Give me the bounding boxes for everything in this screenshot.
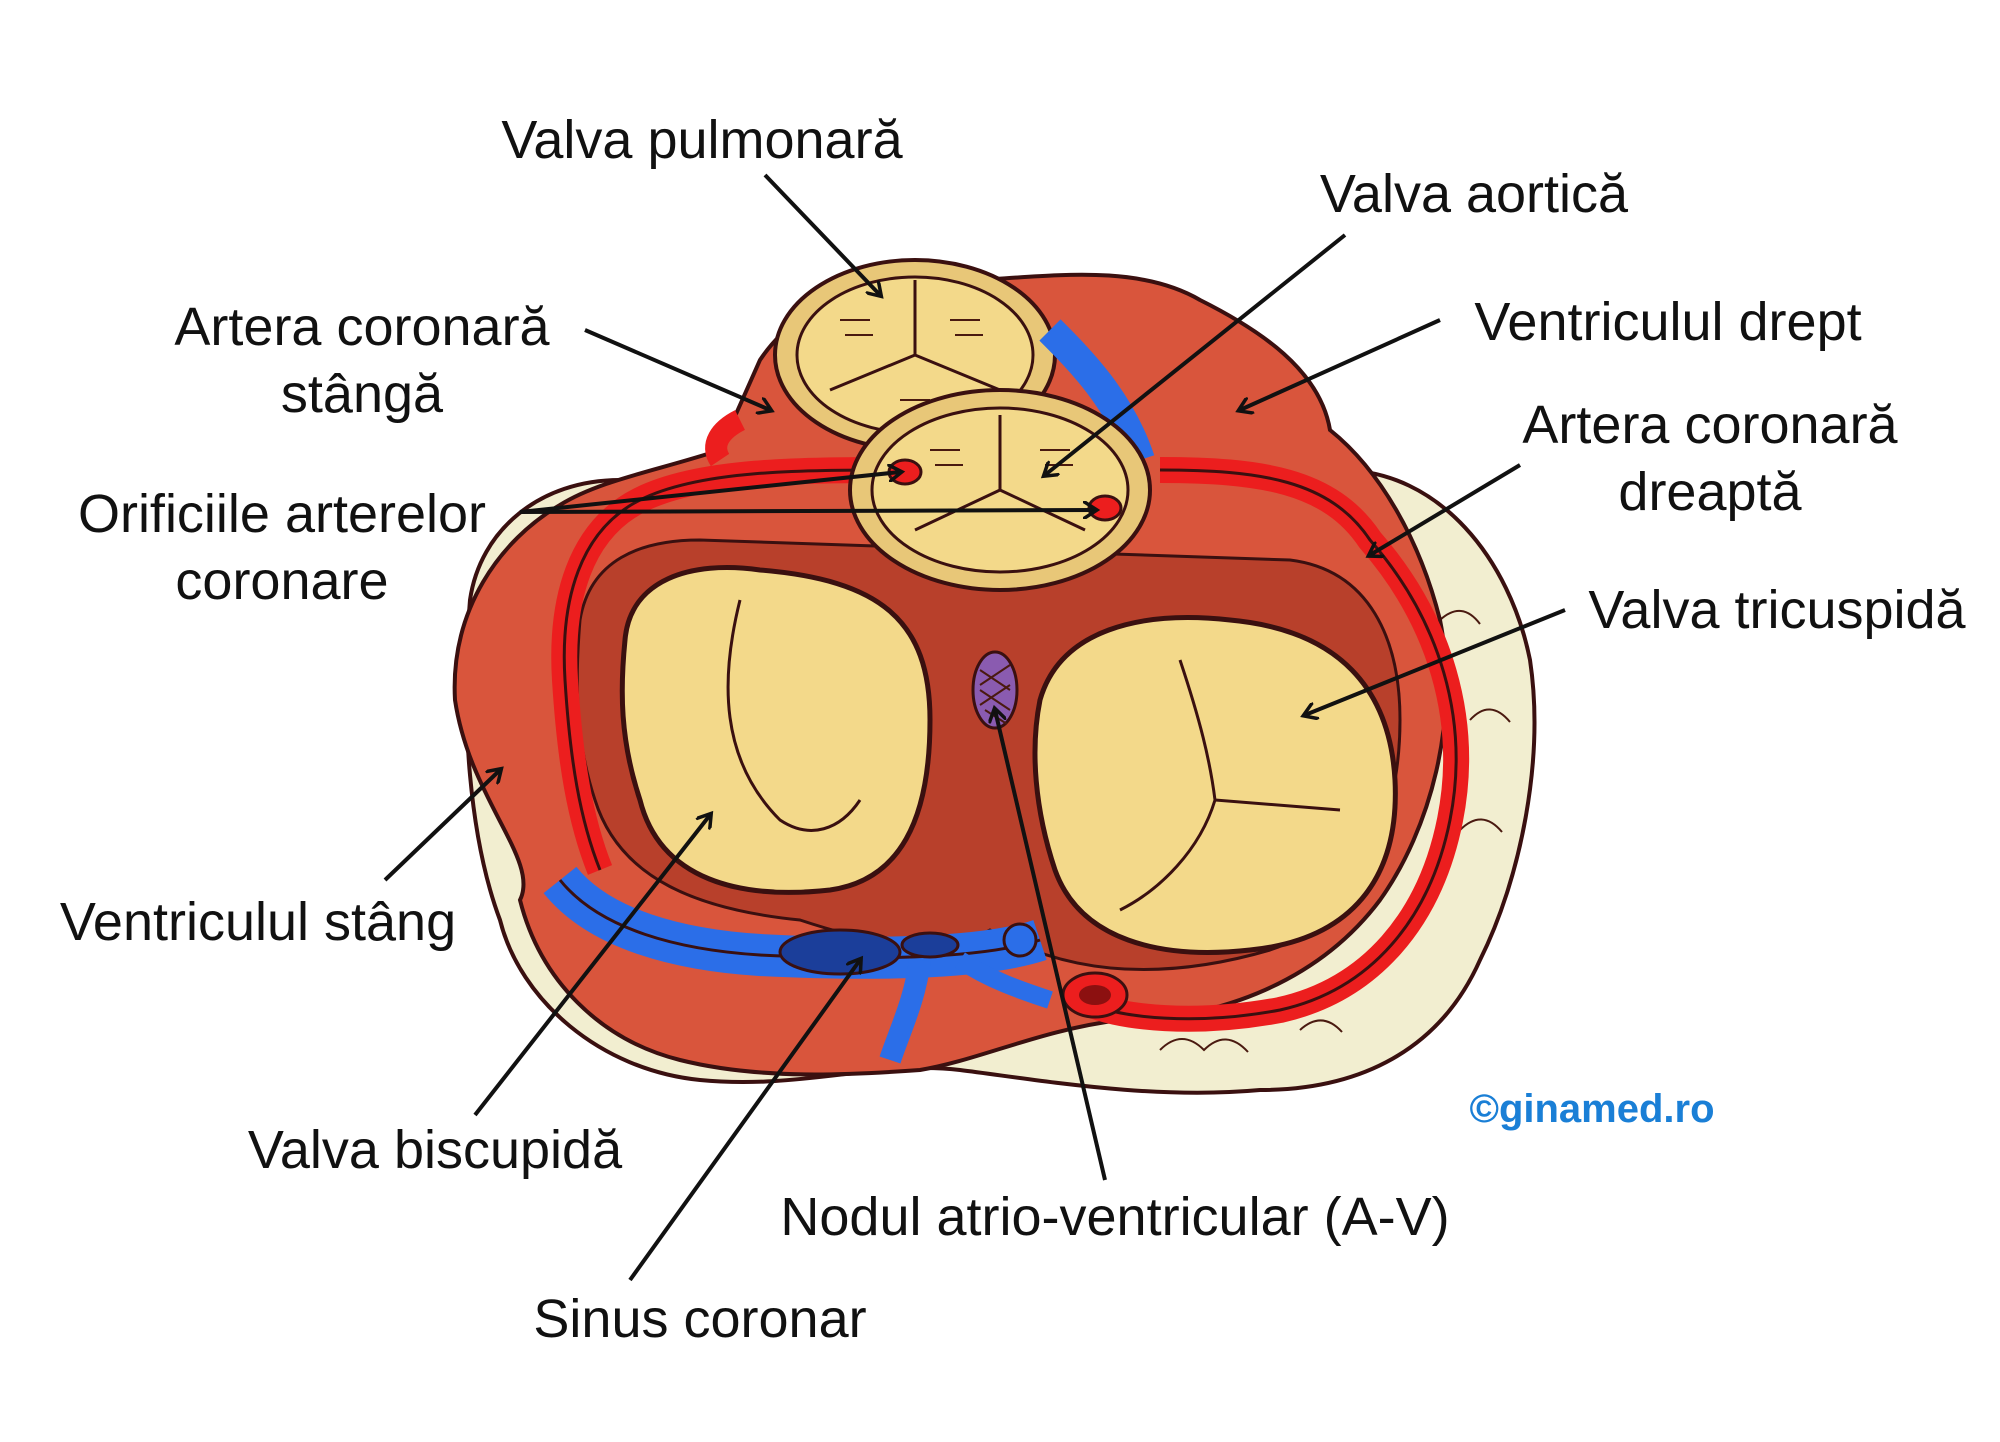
arrow-artera-stanga: [584, 328, 770, 410]
bicuspid-valve-shape: [619, 565, 933, 895]
label-artera-stanga-2: stângă: [281, 364, 444, 424]
label-orificii-2: coronare: [175, 551, 388, 611]
label-orificii-1: Orificiile arterelor: [78, 484, 486, 544]
label-ventriculul-stang: Ventriculul stâng: [60, 892, 456, 952]
label-artera-stanga-1: Artera coronară: [174, 297, 550, 357]
arrow-artera-dreapta: [1370, 463, 1522, 555]
right-coronary-orifice: [1087, 494, 1123, 522]
tricuspid-valve-shape: [1032, 615, 1398, 955]
label-valva-pulmonara: Valva pulmonară: [501, 110, 903, 170]
arrow-valva-aortica: [1045, 233, 1347, 475]
labels: Valva pulmonară Valva aortică Artera cor…: [60, 110, 1967, 1349]
label-nodul-av: Nodul atrio-ventricular (A-V): [780, 1187, 1449, 1247]
arrow-nodul-av: [995, 710, 1107, 1181]
heart-illustration: [452, 258, 1537, 1095]
arrow-sinus-coronar: [628, 960, 860, 1282]
coronary-sinus-shape: [543, 866, 1053, 1064]
label-artera-dreapta-1: Artera coronară: [1522, 395, 1898, 455]
label-sinus-coronar: Sinus coronar: [533, 1289, 866, 1349]
aortic-valve-shape: [848, 388, 1152, 592]
watermark: ©ginamed.ro: [1469, 1087, 1714, 1131]
label-artera-dreapta-2: dreaptă: [1618, 462, 1802, 522]
arrow-valva-biscupida: [473, 815, 710, 1117]
arrow-ventriculul-stang: [383, 770, 500, 882]
arrow-ventriculul-drept: [1240, 318, 1441, 410]
label-valva-biscupida: Valva biscupidă: [248, 1120, 623, 1180]
arrow-valva-tricuspida: [1305, 608, 1566, 715]
arrow-orificii-2: [519, 510, 1095, 512]
label-valva-aortica: Valva aortică: [1320, 164, 1629, 224]
label-ventriculul-drept: Ventriculul drept: [1474, 292, 1861, 352]
arrow-orificii-1: [519, 472, 900, 514]
label-valva-tricuspida: Valva tricuspidă: [1588, 580, 1966, 640]
leader-arrows: [383, 173, 1566, 1282]
arrow-valva-pulmonara: [763, 173, 880, 295]
